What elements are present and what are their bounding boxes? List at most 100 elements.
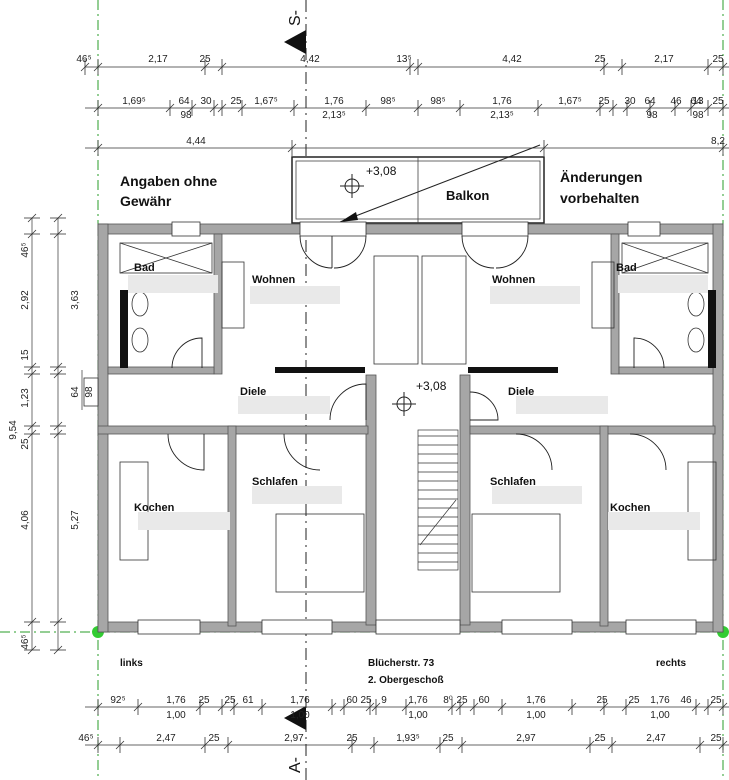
dim-bot2-7: 2,97 (516, 733, 536, 744)
dim-left-win-1: 98 (84, 386, 95, 398)
windows (83, 221, 697, 635)
dim-left-inner-1: 5,27 (70, 510, 81, 530)
dim-bot1-1: 1,76 (166, 695, 186, 706)
dim-bot1b-1: 1,00 (290, 710, 310, 721)
dim-top1-6: 25 (594, 54, 606, 65)
walls (97, 223, 724, 633)
footer-left: links (120, 658, 143, 669)
dim-bot2-10: 25 (710, 733, 722, 744)
dim-bot1-9: 1,76 (408, 695, 428, 706)
dim-top2-5: 1,76 (324, 96, 344, 107)
dim-left-1: 2,92 (20, 290, 31, 310)
footer-floor: 2. Obergeschoß (368, 675, 444, 686)
dim-bot2-1: 2,47 (156, 733, 176, 744)
room-bad-right: Bad (616, 262, 637, 274)
dim-top2-11: 30 (624, 96, 636, 107)
dim-bot1-8: 9 (381, 695, 387, 706)
room-wohnen-right: Wohnen (492, 274, 535, 286)
note-right-line2: vorbehalten (560, 190, 639, 206)
dim-top3-0: 4,44 (186, 136, 206, 147)
dim-bot2-8: 25 (594, 733, 606, 744)
dim-top1-7: 2,17 (654, 54, 674, 65)
dim-bot1-2: 25 (198, 695, 210, 706)
dim-bot1-14: 25 (596, 695, 608, 706)
dim-bot2-4: 25 (346, 733, 358, 744)
top-ticks (80, 59, 728, 156)
dim-top1-3: 4,42 (300, 54, 320, 65)
note-left-line1: Angaben ohne (120, 173, 217, 189)
footer-address: Blücherstr. 73 (368, 658, 435, 669)
dim-left-2: 15 (20, 349, 31, 361)
dim-bot2-2: 25 (208, 733, 220, 744)
note-right-line1: Änderungen (560, 169, 642, 185)
dim-bot2-3: 2,97 (284, 733, 304, 744)
dim-bot2-9: 2,47 (646, 733, 666, 744)
section-mark-bottom: A- (287, 757, 304, 773)
dim-top2-8: 1,76 (492, 96, 512, 107)
left-ticks (24, 213, 66, 655)
room-kochen-right: Kochen (610, 502, 651, 514)
dim-top2b-0: 98 (180, 110, 192, 121)
section-mark-top: S- (287, 10, 304, 26)
placeholder-boxes (128, 275, 708, 530)
dim-top2-6: 98⁵ (380, 96, 395, 107)
dim-bot1-17: 46 (680, 695, 692, 706)
dim-bot1-10: 8⁰ (443, 695, 453, 706)
dim-top2-3: 25 (230, 96, 242, 107)
dark-walls (120, 290, 716, 373)
dim-left-4: 25 (20, 438, 31, 450)
dim-top2-12: 64 (644, 96, 656, 107)
dim-bot1-18: 25 (710, 695, 722, 706)
dim-bot1b-2: 1,00 (408, 710, 428, 721)
dim-left-5: 4,06 (20, 510, 31, 530)
dim-top2-4: 1,67⁵ (254, 96, 278, 107)
dim-top2-7: 98⁵ (430, 96, 445, 107)
dim-top2b-4: 98 (692, 110, 704, 121)
room-diele-right: Diele (508, 386, 534, 398)
dim-left-total: 9,54 (8, 420, 19, 440)
staircase (417, 429, 459, 571)
note-left-line2: Gewähr (120, 193, 172, 209)
dim-top2-14: 13 (692, 96, 704, 107)
dim-bot2-6: 25 (442, 733, 454, 744)
doors (167, 235, 667, 471)
dim-top2-10: 25 (598, 96, 610, 107)
dim-left-win-0: 64 (70, 386, 81, 398)
room-kochen-left: Kochen (134, 502, 175, 514)
dim-top2b-3: 98 (646, 110, 658, 121)
dim-top2-9: 1,67⁵ (558, 96, 582, 107)
dim-top2-16: 25 (712, 96, 724, 107)
dim-top1-8: 25 (712, 54, 724, 65)
dim-left-3: 1,23 (20, 388, 31, 408)
dim-top1-2: 25 (199, 54, 211, 65)
dim-bot2-0: 46⁵ (78, 733, 93, 744)
dim-bot1-15: 25 (628, 695, 640, 706)
dim-top2-2: 30 (200, 96, 212, 107)
top-dimension-lines (85, 66, 729, 149)
level-stairs: +3,08 (416, 379, 447, 393)
room-schlafen-right: Schlafen (490, 476, 536, 488)
dim-top1-4: 13⁵ (396, 54, 411, 65)
dim-top2b-2: 2,13⁵ (490, 110, 514, 121)
dim-top2-0: 1,69⁵ (122, 96, 146, 107)
room-bad-left: Bad (134, 262, 155, 274)
dim-top2-1: 64 (178, 96, 190, 107)
dim-bot2-5: 1,93⁵ (396, 733, 420, 744)
dim-bot1-4: 61 (242, 695, 254, 706)
level-balcony: +3,08 (366, 164, 397, 178)
dim-bot1b-4: 1,00 (650, 710, 670, 721)
bottom-dimension-lines (85, 706, 729, 746)
dim-bot1-5: 1,76 (290, 695, 310, 706)
dim-top1-1: 2,17 (148, 54, 168, 65)
dim-top2b-1: 2,13⁵ (322, 110, 346, 121)
dim-bot1-3: 25 (224, 695, 236, 706)
level-marker-center (392, 392, 416, 416)
dim-bot1-0: 92⁵ (110, 695, 125, 706)
section-cut: S- A- (284, 0, 307, 780)
dim-bot1-13: 1,76 (526, 695, 546, 706)
dim-bot1-12: 60 (478, 695, 490, 706)
